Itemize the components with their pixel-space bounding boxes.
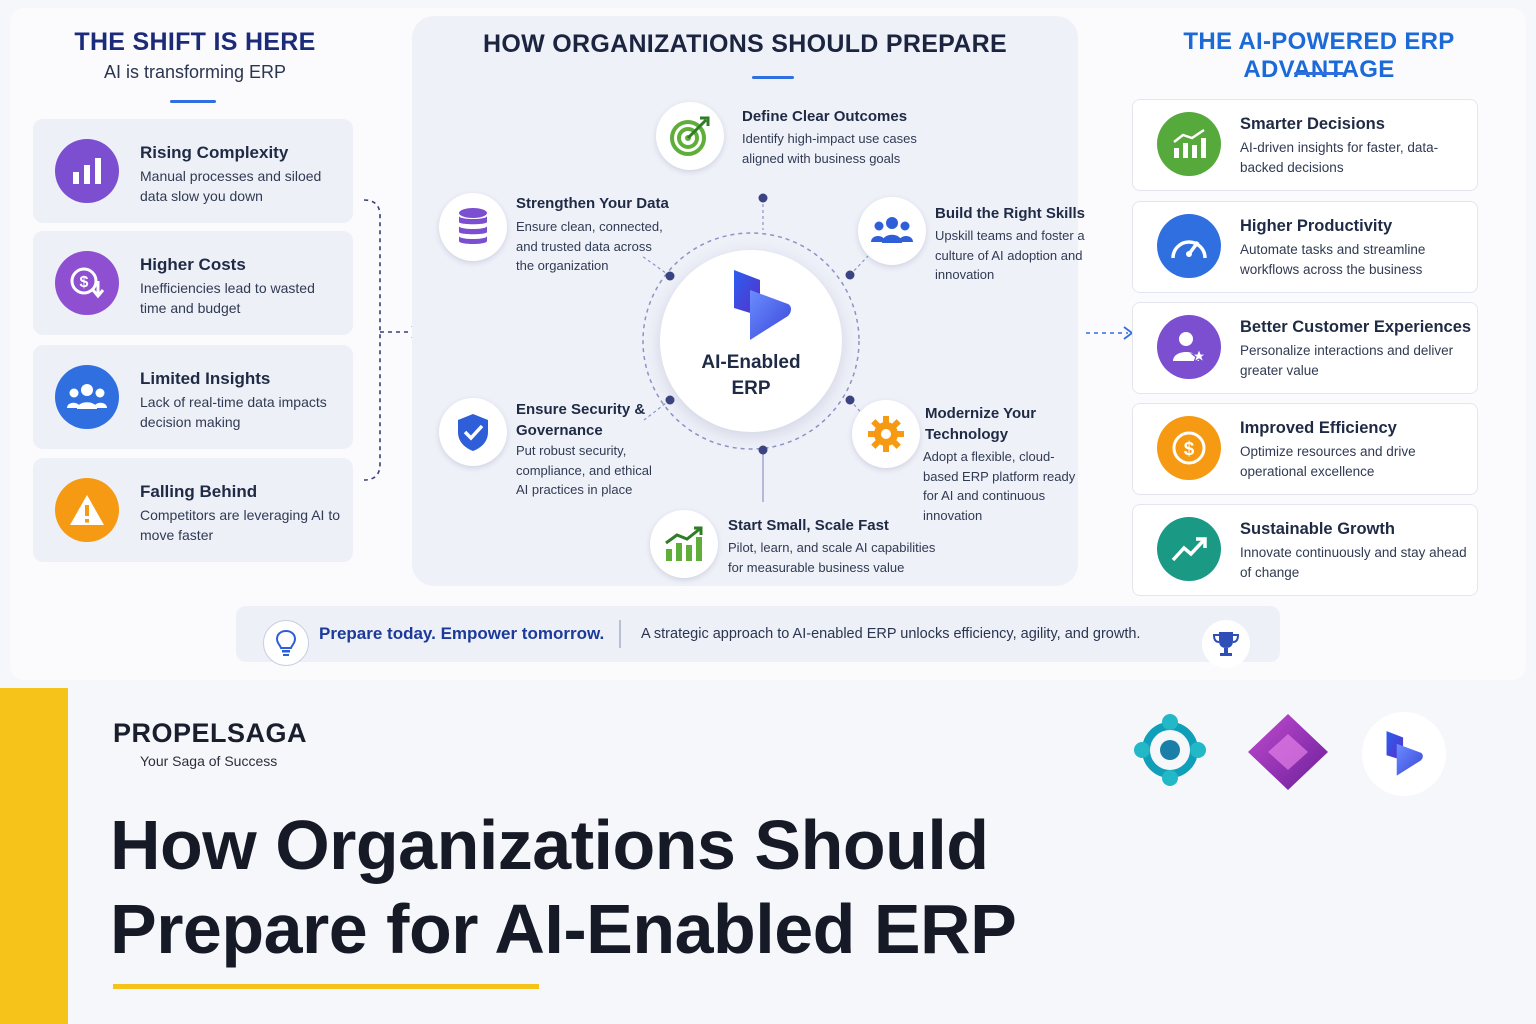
speedometer-icon (1157, 214, 1221, 278)
bar-chart-icon (55, 139, 119, 203)
right-column-title: THE AI-POWERED ERP ADVANTAGE (1183, 28, 1455, 83)
left-card-desc: Competitors are leveraging AI to move fa… (140, 507, 340, 543)
headline-line-1: How Organizations Should (110, 806, 989, 884)
left-column-title: THE SHIFT IS HERE (74, 28, 316, 56)
left-card-higher-costs: $ Higher Costs Inefficiencies lead to wa… (33, 231, 353, 335)
database-icon (439, 193, 507, 261)
step-title: Strengthen Your Data (516, 195, 669, 212)
user-star-icon (1157, 315, 1221, 379)
footer-tagline: Prepare today. Empower tomorrow. (319, 624, 605, 643)
brand-name: PROPELSAGA (113, 718, 308, 748)
right-card-improved-efficiency: $ Improved Efficiency Optimize resources… (1132, 403, 1478, 495)
hub-label: AI-Enabled ERP (660, 350, 842, 402)
footer-text: A strategic approach to AI-enabled ERP u… (641, 626, 1141, 642)
gear-icon (852, 400, 920, 468)
step-title: Build the Right Skills (935, 205, 1086, 222)
right-card-desc: Personalize interactions and deliver gre… (1240, 343, 1454, 378)
hub-label-line-1: AI-Enabled (701, 352, 801, 373)
right-card-title: Better Customer Experiences (1240, 318, 1472, 336)
step-title: Define Clear Outcomes (742, 108, 908, 125)
left-card-desc: Lack of real-time data impacts decision … (140, 394, 327, 430)
footer-bar (236, 606, 1280, 662)
step-title: Start Small, Scale Fast (728, 517, 889, 534)
center-title: HOW ORGANIZATIONS SHOULD PREPARE (483, 30, 1007, 58)
left-card-title: Higher Costs (140, 255, 246, 274)
lightbulb-icon (263, 620, 309, 666)
step-desc: Adopt a flexible, cloud-based ERP platfo… (923, 449, 1076, 523)
svg-text:$: $ (80, 274, 89, 291)
chart-up-icon (1157, 112, 1221, 176)
brand-tagline: Your Saga of Success (140, 753, 278, 769)
people-icon (55, 365, 119, 429)
left-card-rising-complexity: Rising Complexity Manual processes and s… (33, 119, 353, 223)
right-card-desc: AI-driven insights for faster, data-back… (1240, 140, 1439, 175)
dynamics-365-logo-icon (1386, 731, 1423, 776)
left-column-subtitle: AI is transforming ERP (103, 62, 287, 82)
left-card-desc: Inefficiencies lead to wasted time and b… (140, 280, 315, 316)
left-card-desc: Manual processes and siloed data slow yo… (140, 168, 322, 204)
step-desc: Identify high-impact use cases aligned w… (742, 131, 917, 166)
step-title: Modernize Your Technology (925, 405, 1037, 443)
growth-chart-icon (650, 510, 718, 578)
hub-label-line-2: ERP (731, 378, 771, 399)
shield-check-icon (439, 398, 507, 466)
target-icon (656, 102, 724, 170)
copilot-studio-logo-icon (1134, 714, 1206, 786)
left-title-underline (170, 100, 216, 103)
step-desc: Ensure clean, connected, and trusted dat… (516, 219, 663, 273)
step-title: Ensure Security & Governance (516, 401, 646, 439)
page-headline: How Organizations Should Prepare for AI-… (110, 803, 1017, 971)
dollar-down-icon: $ (55, 251, 119, 315)
right-card-sustainable-growth: Sustainable Growth Innovate continuously… (1132, 504, 1478, 596)
step-desc: Upskill teams and foster a culture of AI… (935, 228, 1085, 282)
center-title-underline (752, 76, 794, 79)
right-title-underline (1294, 72, 1344, 75)
right-card-desc: Automate tasks and streamline workflows … (1240, 242, 1426, 277)
step-desc: Put robust security, compliance, and eth… (516, 443, 652, 497)
headline-line-2: Prepare for AI-Enabled ERP (110, 890, 1017, 968)
left-card-title: Rising Complexity (140, 143, 289, 162)
right-card-smarter-decisions: Smarter Decisions AI-driven insights for… (1132, 99, 1478, 191)
warning-icon (55, 478, 119, 542)
step-desc: Pilot, learn, and scale AI capabilities … (728, 540, 936, 575)
left-card-limited-insights: Limited Insights Lack of real-time data … (33, 345, 353, 449)
right-card-title: Sustainable Growth (1240, 520, 1395, 538)
accent-bar (0, 688, 68, 1024)
center-to-right-arrow (1086, 326, 1134, 340)
power-apps-logo-icon (1248, 714, 1328, 790)
team-icon (858, 197, 926, 265)
right-card-better-customer-experiences: Better Customer Experiences Personalize … (1132, 302, 1478, 394)
coin-icon: $ (1157, 416, 1221, 480)
right-card-title: Smarter Decisions (1240, 115, 1385, 133)
right-card-higher-productivity: Higher Productivity Automate tasks and s… (1132, 201, 1478, 293)
trend-up-icon (1157, 517, 1221, 581)
right-card-title: Improved Efficiency (1240, 419, 1397, 437)
left-card-title: Falling Behind (140, 482, 258, 501)
headline-underline (113, 984, 539, 989)
right-card-desc: Innovate continuously and stay ahead of … (1240, 545, 1467, 580)
right-card-desc: Optimize resources and drive operational… (1240, 444, 1416, 479)
dynamics-logo-icon (734, 270, 791, 340)
svg-text:$: $ (1184, 439, 1195, 460)
footer-divider (619, 620, 621, 648)
hub-orbit (641, 193, 869, 502)
trophy-icon (1202, 620, 1250, 668)
left-card-title: Limited Insights (140, 369, 271, 388)
right-card-title: Higher Productivity (1240, 217, 1393, 235)
left-card-falling-behind: Falling Behind Competitors are leveragin… (33, 458, 353, 562)
